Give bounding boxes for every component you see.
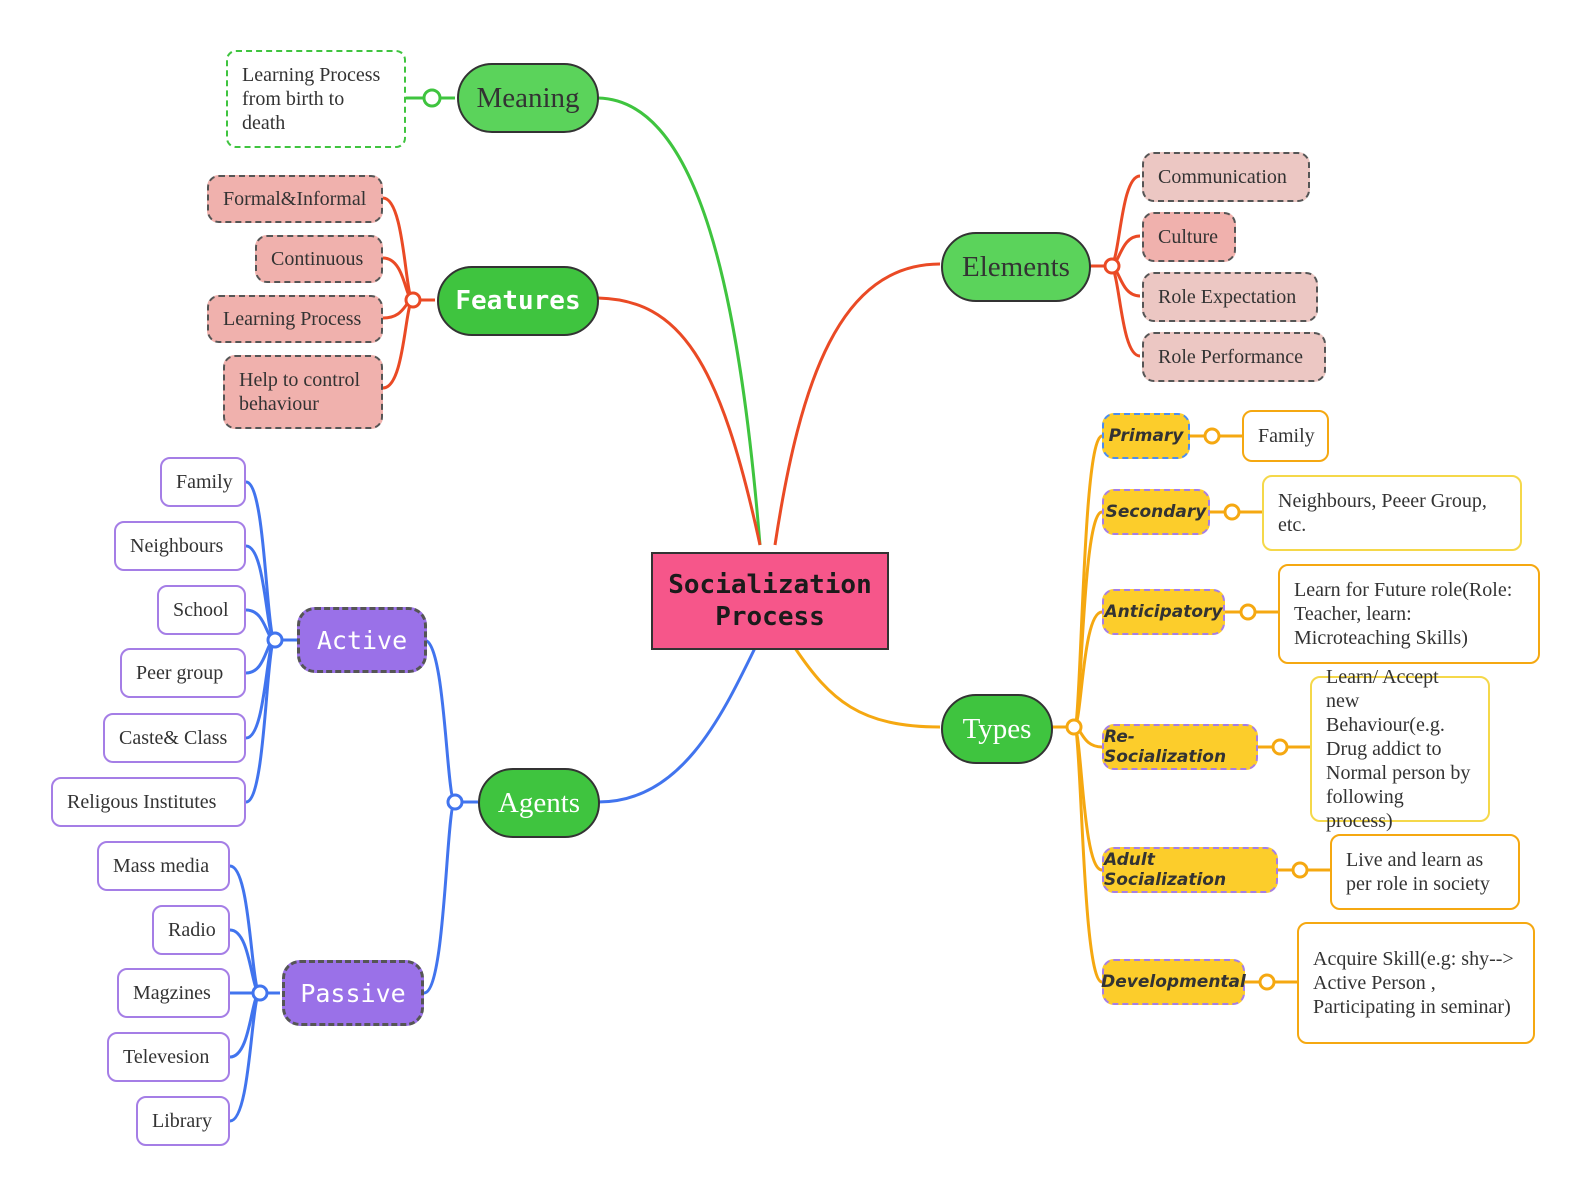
root-node[interactable]: Socialization Process: [651, 552, 889, 650]
type-developmental-detail[interactable]: Acquire Skill(e.g: shy--> Active Person …: [1297, 922, 1535, 1044]
type-re-socialization[interactable]: Re-Socialization: [1102, 724, 1258, 770]
features-node[interactable]: Features: [437, 266, 599, 336]
types-joint: [1065, 718, 1083, 736]
features-joint: [404, 291, 422, 309]
agents-joint: [446, 793, 464, 811]
type-re-socialization-detail[interactable]: Learn/ Accept new Behaviour(e.g. Drug ad…: [1310, 666, 1490, 832]
active-peer-group[interactable]: Peer group: [120, 648, 246, 698]
meaning-joint: [422, 88, 442, 108]
feature-formal-informal[interactable]: Formal&Informal: [207, 175, 383, 223]
type-primary-detail[interactable]: Family: [1242, 410, 1329, 462]
link-types: [793, 647, 941, 729]
passive-radio[interactable]: Radio: [152, 905, 230, 955]
active-school[interactable]: School: [157, 585, 246, 635]
element-culture[interactable]: Culture: [1142, 212, 1236, 262]
element-role-performance[interactable]: Role Performance: [1142, 332, 1326, 382]
element-role-expectation[interactable]: Role Expectation: [1142, 272, 1318, 322]
passive-magazines[interactable]: Magzines: [117, 968, 230, 1018]
active-neighbours[interactable]: Neighbours: [114, 521, 246, 571]
type-secondary[interactable]: Secondary: [1102, 489, 1210, 535]
meaning-node[interactable]: Meaning: [457, 63, 599, 133]
passive-joint: [251, 984, 269, 1002]
element-communication[interactable]: Communication: [1142, 152, 1310, 202]
type-adult-socialization-detail[interactable]: Live and learn as per role in society: [1330, 834, 1520, 910]
types-node[interactable]: Types: [941, 694, 1053, 764]
agents-node[interactable]: Agents: [478, 768, 600, 838]
link-agents: [597, 647, 757, 804]
link-features: [597, 296, 762, 546]
active-node[interactable]: Active: [297, 607, 427, 673]
active-family[interactable]: Family: [160, 457, 246, 507]
elements-node[interactable]: Elements: [941, 232, 1091, 302]
feature-learning-process[interactable]: Learning Process: [207, 295, 383, 343]
passive-television[interactable]: Televesion: [107, 1032, 230, 1082]
link-meaning: [597, 96, 762, 546]
type-anticipatory-detail[interactable]: Learn for Future role(Role: Teacher, lea…: [1278, 564, 1540, 664]
link-elements: [773, 262, 941, 546]
type-adult-socialization[interactable]: Adult Socialization: [1102, 847, 1278, 893]
type-developmental[interactable]: Developmental: [1101, 959, 1246, 1005]
type-primary[interactable]: Primary: [1102, 413, 1190, 459]
passive-mass-media[interactable]: Mass media: [97, 841, 230, 891]
feature-help-control[interactable]: Help to control behaviour: [223, 355, 383, 429]
type-anticipatory[interactable]: Anticipatory: [1102, 589, 1225, 635]
passive-library[interactable]: Library: [136, 1096, 230, 1146]
active-joint: [266, 631, 284, 649]
active-caste-class[interactable]: Caste& Class: [103, 713, 246, 763]
type-secondary-detail[interactable]: Neighbours, Peeer Group, etc.: [1262, 475, 1522, 551]
meaning-detail[interactable]: Learning Process from birth to death: [226, 50, 406, 148]
feature-continuous[interactable]: Continuous: [255, 235, 383, 283]
elements-joint: [1103, 257, 1121, 275]
passive-node[interactable]: Passive: [282, 960, 424, 1026]
active-religious-institutes[interactable]: Religous Institutes: [51, 777, 246, 827]
